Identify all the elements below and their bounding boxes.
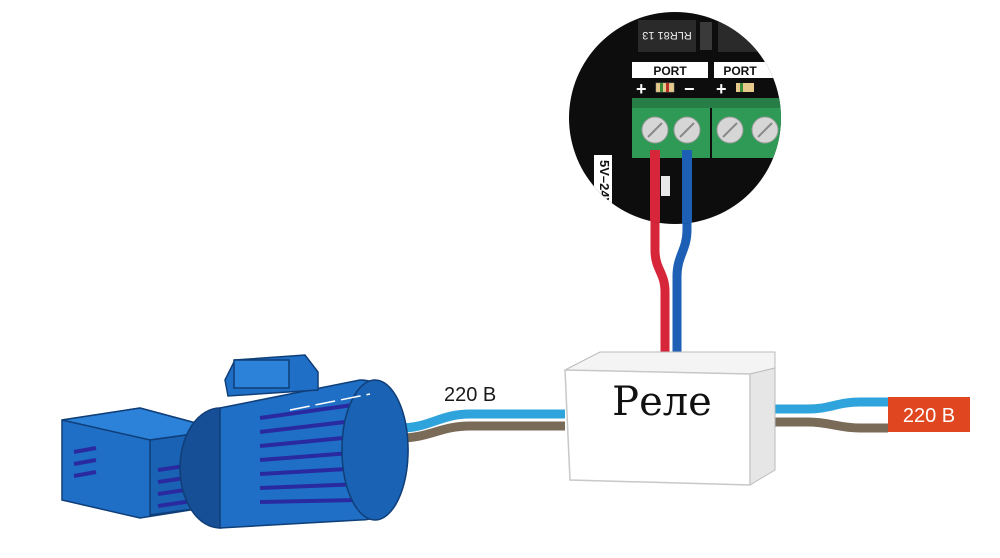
pump-to-relay-cable: [399, 409, 565, 443]
svg-text:+: +: [716, 79, 727, 99]
blue-control-wire: [672, 150, 692, 360]
relay-box: Реле: [564, 351, 776, 486]
port-label-2: PORT: [723, 64, 757, 78]
svg-text:−: −: [684, 79, 695, 99]
brown-wire-right: [762, 417, 888, 433]
blue-wire-left: [399, 409, 565, 433]
board-zoom-view: RLR81 13 PORT PORT + − + 5V–24V POWER: [569, 12, 781, 260]
supply-voltage-badge: 220 В: [888, 397, 970, 432]
brown-wire-left: [399, 421, 565, 443]
port-label-1: PORT: [653, 64, 687, 78]
chip-label: RLR81 13: [642, 29, 692, 41]
relay-to-supply-cable: [762, 397, 888, 433]
pump-motor: [61, 354, 409, 529]
wire-voltage-label: 220 В: [444, 384, 496, 406]
svg-text:220 В: 220 В: [903, 405, 955, 427]
control-cable: [650, 150, 692, 360]
red-control-wire: [650, 150, 670, 360]
power-label: 5V–24V POWER: [597, 160, 612, 260]
blue-wire-right: [762, 397, 888, 414]
relay-label: Реле: [612, 379, 712, 425]
svg-text:+: +: [636, 79, 647, 99]
